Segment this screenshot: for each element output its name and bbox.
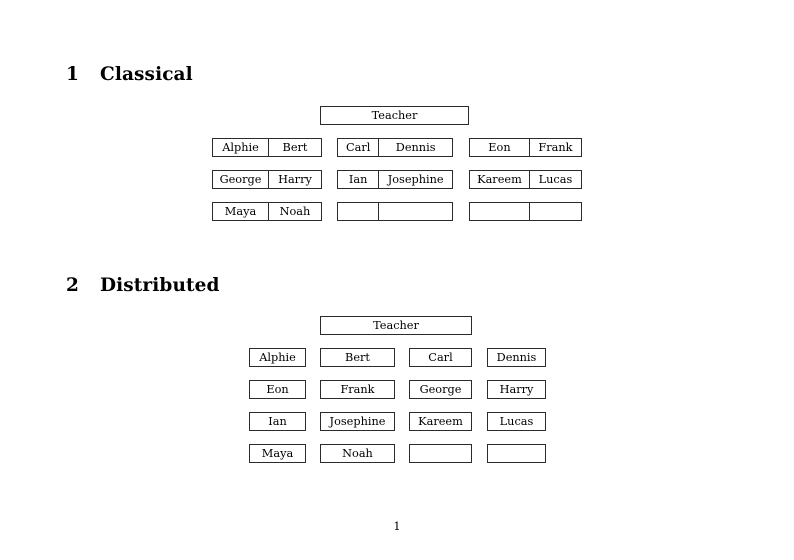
dist-cell-george: George (409, 380, 472, 399)
cell-lucas: Lucas (528, 171, 581, 188)
cell-carl: Carl (345, 140, 371, 154)
section-number-2: 2 (66, 275, 79, 296)
page-number: 1 (393, 520, 401, 533)
dist-cell-dennis: Dennis (487, 348, 546, 367)
section-number-1: 1 (66, 64, 79, 85)
dist-cell-eon: Eon (249, 380, 306, 399)
cell-frank: Frank (528, 139, 581, 156)
section-heading-classical: 1 Classical (66, 64, 193, 85)
dist-cell-empty-3 (409, 444, 472, 463)
teacher-box-classical: Teacher (320, 106, 469, 125)
dist-cell-harry: Harry (487, 380, 546, 399)
section-title-1: Classical (100, 64, 193, 85)
teacher-box-distributed: Teacher (320, 316, 472, 335)
dist-cell-alphie: Alphie (249, 348, 306, 367)
cell-eon: Eon (488, 140, 511, 154)
cell-josephine: Josephine (378, 171, 452, 188)
pair-group-right-row-2: Kareem Lucas (469, 170, 582, 189)
cell-middle-empty-left (338, 203, 378, 220)
pair-group-left-row-1: Alphie Bert (212, 138, 322, 157)
pair-group-middle-row-1: Carl Dennis (337, 138, 453, 157)
section-heading-distributed: 2 Distributed (66, 275, 220, 296)
dist-cell-kareem: Kareem (409, 412, 472, 431)
cell-kareem: Kareem (477, 172, 522, 186)
cell-middle-empty-right (378, 203, 452, 220)
cell-noah: Noah (267, 203, 321, 220)
cell-maya: Maya (224, 204, 257, 218)
dist-cell-lucas: Lucas (487, 412, 546, 431)
cell-alphie: Alphie (222, 140, 259, 154)
cell-ian: Ian (348, 172, 368, 186)
cell-dennis: Dennis (378, 139, 452, 156)
dist-cell-josephine: Josephine (320, 412, 395, 431)
cell-harry: Harry (267, 171, 321, 188)
dist-cell-empty-4 (487, 444, 546, 463)
pair-group-left-row-3: Maya Noah (212, 202, 322, 221)
cell-george: George (219, 172, 262, 186)
cell-bert: Bert (267, 139, 321, 156)
dist-cell-maya: Maya (249, 444, 306, 463)
dist-cell-ian: Ian (249, 412, 306, 431)
pair-group-right-row-3 (469, 202, 582, 221)
cell-right-empty-right (528, 203, 581, 220)
dist-cell-noah: Noah (320, 444, 395, 463)
pair-group-right-row-1: Eon Frank (469, 138, 582, 157)
section-title-2: Distributed (100, 275, 220, 296)
dist-cell-bert: Bert (320, 348, 395, 367)
cell-right-empty-left (470, 203, 529, 220)
dist-cell-frank: Frank (320, 380, 395, 399)
pair-group-middle-row-2: Ian Josephine (337, 170, 453, 189)
pair-group-left-row-2: George Harry (212, 170, 322, 189)
pair-group-middle-row-3 (337, 202, 453, 221)
dist-cell-carl: Carl (409, 348, 472, 367)
